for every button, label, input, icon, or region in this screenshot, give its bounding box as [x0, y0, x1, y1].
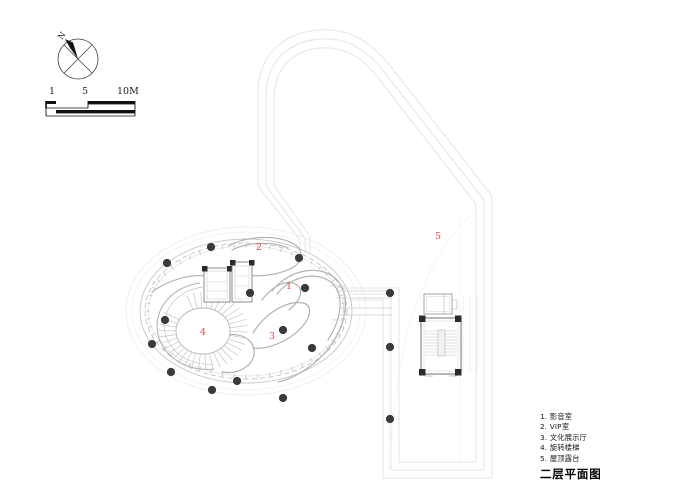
oval-building — [125, 226, 367, 396]
roof-terrace-outline — [257, 29, 493, 479]
connecting-corridor — [330, 285, 392, 321]
legend-item-3: 3. 文化展示厅 — [540, 432, 588, 442]
plan-label-2: 2 — [256, 242, 263, 253]
plan-label-1: 1 — [286, 281, 293, 292]
legend-item-2: 2. VIP室 — [540, 422, 570, 432]
terrace-stair-core — [419, 293, 478, 377]
service-core-left — [202, 266, 233, 303]
scale-bar: 1 5 10M — [38, 86, 158, 122]
scale-tick-1: 1 — [49, 86, 56, 97]
legend-item-4: 4. 旋转楼梯 — [540, 443, 580, 453]
structural-columns — [147, 242, 395, 424]
legend-item-5: 5. 屋顶露台 — [540, 453, 580, 463]
scale-tick-5: 5 — [82, 86, 89, 97]
legend-item-1: 1. 影音室 — [540, 412, 573, 421]
scale-tick-10: 10M — [117, 86, 139, 97]
plan-label-4: 4 — [200, 327, 207, 338]
north-label: N — [56, 30, 67, 41]
legend: 1. 影音室 2. VIP室 3. 文化展示厅 4. 旋转楼梯 5. 屋顶露台 — [540, 412, 690, 464]
sheet-title: 二层平面图 — [540, 467, 602, 481]
scale-bar-labels: 1 5 10M — [38, 86, 158, 99]
north-arrow: N — [48, 26, 108, 86]
scale-bar-graphic — [45, 101, 136, 117]
plan-label-3: 3 — [269, 331, 276, 342]
plan-label-5: 5 — [435, 231, 442, 242]
